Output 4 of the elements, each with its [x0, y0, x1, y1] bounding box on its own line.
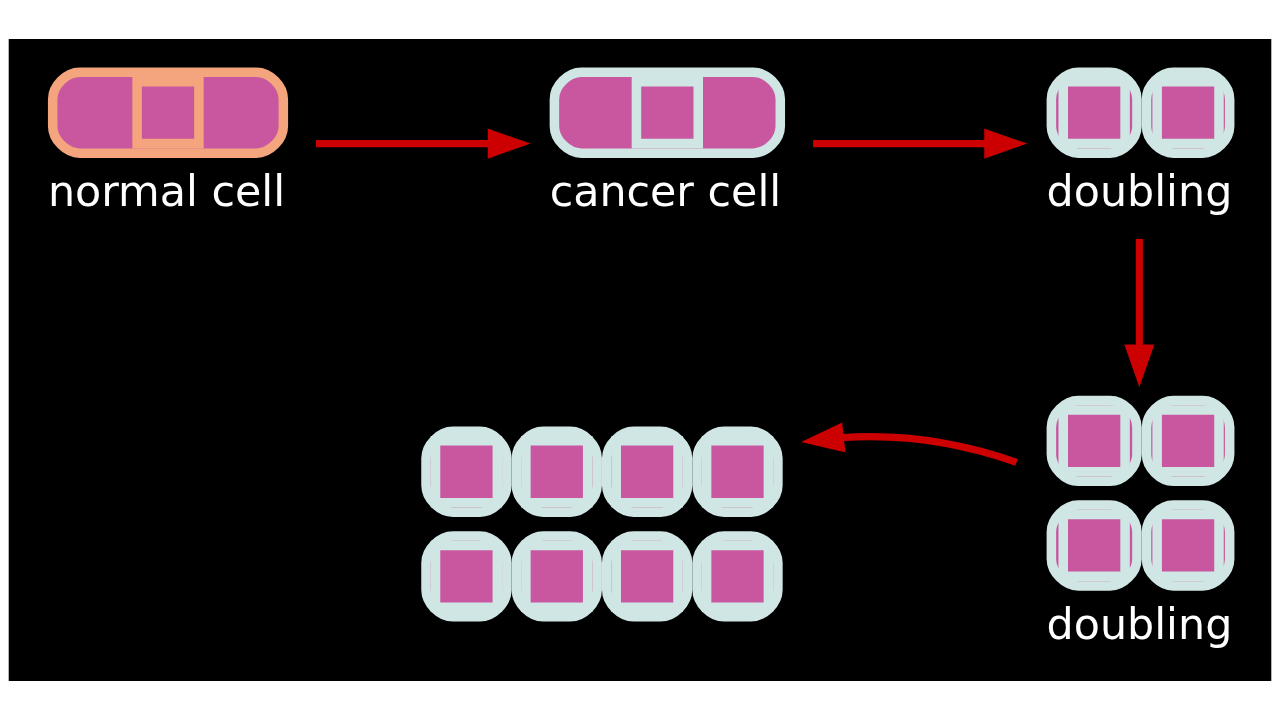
node-label: normal cell [47, 166, 286, 217]
node-label: cancer cell [549, 166, 782, 217]
node-label: doubling [1046, 166, 1233, 217]
node-label: doubling [1046, 599, 1233, 650]
